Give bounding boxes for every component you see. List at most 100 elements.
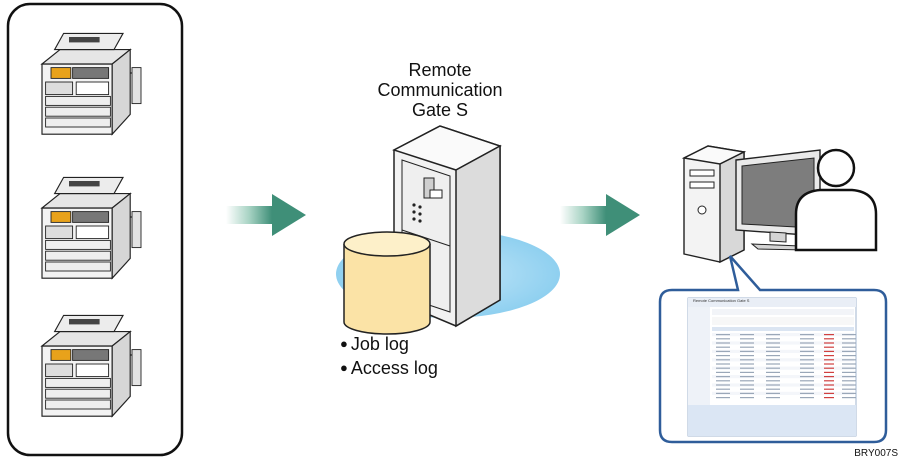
screen-table-cell [824,384,834,386]
screen-table-cell [842,371,856,373]
screen-table-cell [800,384,814,386]
screen-table-cell [766,350,780,352]
screen-table-cell [716,388,730,390]
server-title-line: Communication [377,80,503,100]
screen-table-cell [766,338,780,340]
screen-table-cell [766,388,780,390]
screen-callout [658,255,888,444]
screen-table-cell [740,346,754,348]
screen-table-cell [716,397,730,399]
screen-table-cell [740,359,754,361]
screen-table-cell [842,380,856,382]
screen-table-row [712,375,854,379]
screen-table-cell [824,359,834,361]
screen-table-cell [716,350,730,352]
screen-table-row [712,358,854,362]
screen-table-cell [842,384,856,386]
screen-table-row [712,354,854,358]
screen-table-cell [740,334,754,336]
screen-table-cell [740,338,754,340]
screen-table-cell [800,350,814,352]
screen-table-cell [766,342,780,344]
screen-table-cell [716,338,730,340]
screen-table-cell [800,334,814,336]
screen-table-cell [740,342,754,344]
screen-table-cell [800,342,814,344]
computer-icon [681,145,747,264]
screen-table-cell [824,363,834,365]
screen-table-row [712,379,854,383]
screen-table-cell [740,350,754,352]
screen-table-cell [716,359,730,361]
screen-table-cell [800,355,814,357]
screen-table-cell [766,371,780,373]
log-list: Job log Access log [340,333,438,381]
screen-table-cell [824,367,834,369]
screen-table-row [712,370,854,374]
screen-table-cell [766,376,780,378]
screen-table-cell [824,342,834,344]
screen-table-cell [716,346,730,348]
screen-table-row [712,362,854,366]
screen-table-cell [740,363,754,365]
screen-table-cell [824,334,834,336]
screen-table-row [712,349,854,353]
screen-table-cell [740,388,754,390]
screen-table-cell [824,338,834,340]
screen-table-cell [716,334,730,336]
screen-table-row [712,387,854,391]
screen-table-cell [800,397,814,399]
screen-table-cell [766,380,780,382]
screen-table-cell [740,392,754,394]
screen-table-cell [766,346,780,348]
screen-table-cell [740,380,754,382]
screen-table-cell [716,380,730,382]
screen-table-cell [800,371,814,373]
screen-table-cell [766,367,780,369]
screen-table-cell [740,367,754,369]
screen-table-cell [766,359,780,361]
screen-table-cell [824,380,834,382]
log-item-access: Access log [340,357,438,381]
screen-table-cell [824,350,834,352]
server-title: Remote Communication Gate S [340,60,540,120]
screen-table-row [712,333,854,337]
screen-table-cell [800,346,814,348]
screen-table-cell [716,371,730,373]
screen-table-cell [842,359,856,361]
screen-table-cell [824,346,834,348]
server-title-line: Remote [408,60,472,80]
screen-table-cell [766,397,780,399]
screen-table-cell [716,342,730,344]
screen-table-row [712,391,854,395]
screen-table-cell [842,346,856,348]
screen-table-row [712,396,854,400]
screen-table-row [712,341,854,345]
screen-table-cell [824,355,834,357]
screen-table-cell [800,380,814,382]
screen-table-cell [824,371,834,373]
screen-table-cell [716,355,730,357]
screen-app-title: Remote Communication Gate S [693,298,750,303]
screen-table-cell [740,376,754,378]
screen-table-cell [842,367,856,369]
screen-table-cell [800,388,814,390]
flow-arrow-right [560,194,640,236]
screen-table-cell [842,363,856,365]
screen-table-cell [766,392,780,394]
screen-table-cell [842,392,856,394]
screen-table-cell [824,392,834,394]
screen-table-cell [800,359,814,361]
screen-table-cell [766,363,780,365]
screen-table-row [712,345,854,349]
screen-table-cell [842,334,856,336]
screen-table-cell [824,397,834,399]
screen-table-row [712,383,854,387]
screen-table-cell [800,367,814,369]
screen-table-cell [800,363,814,365]
log-item-job: Job log [340,333,438,357]
figure-code: BRY007S [854,448,898,459]
screen-table-cell [716,392,730,394]
screen-table-cell [842,376,856,378]
